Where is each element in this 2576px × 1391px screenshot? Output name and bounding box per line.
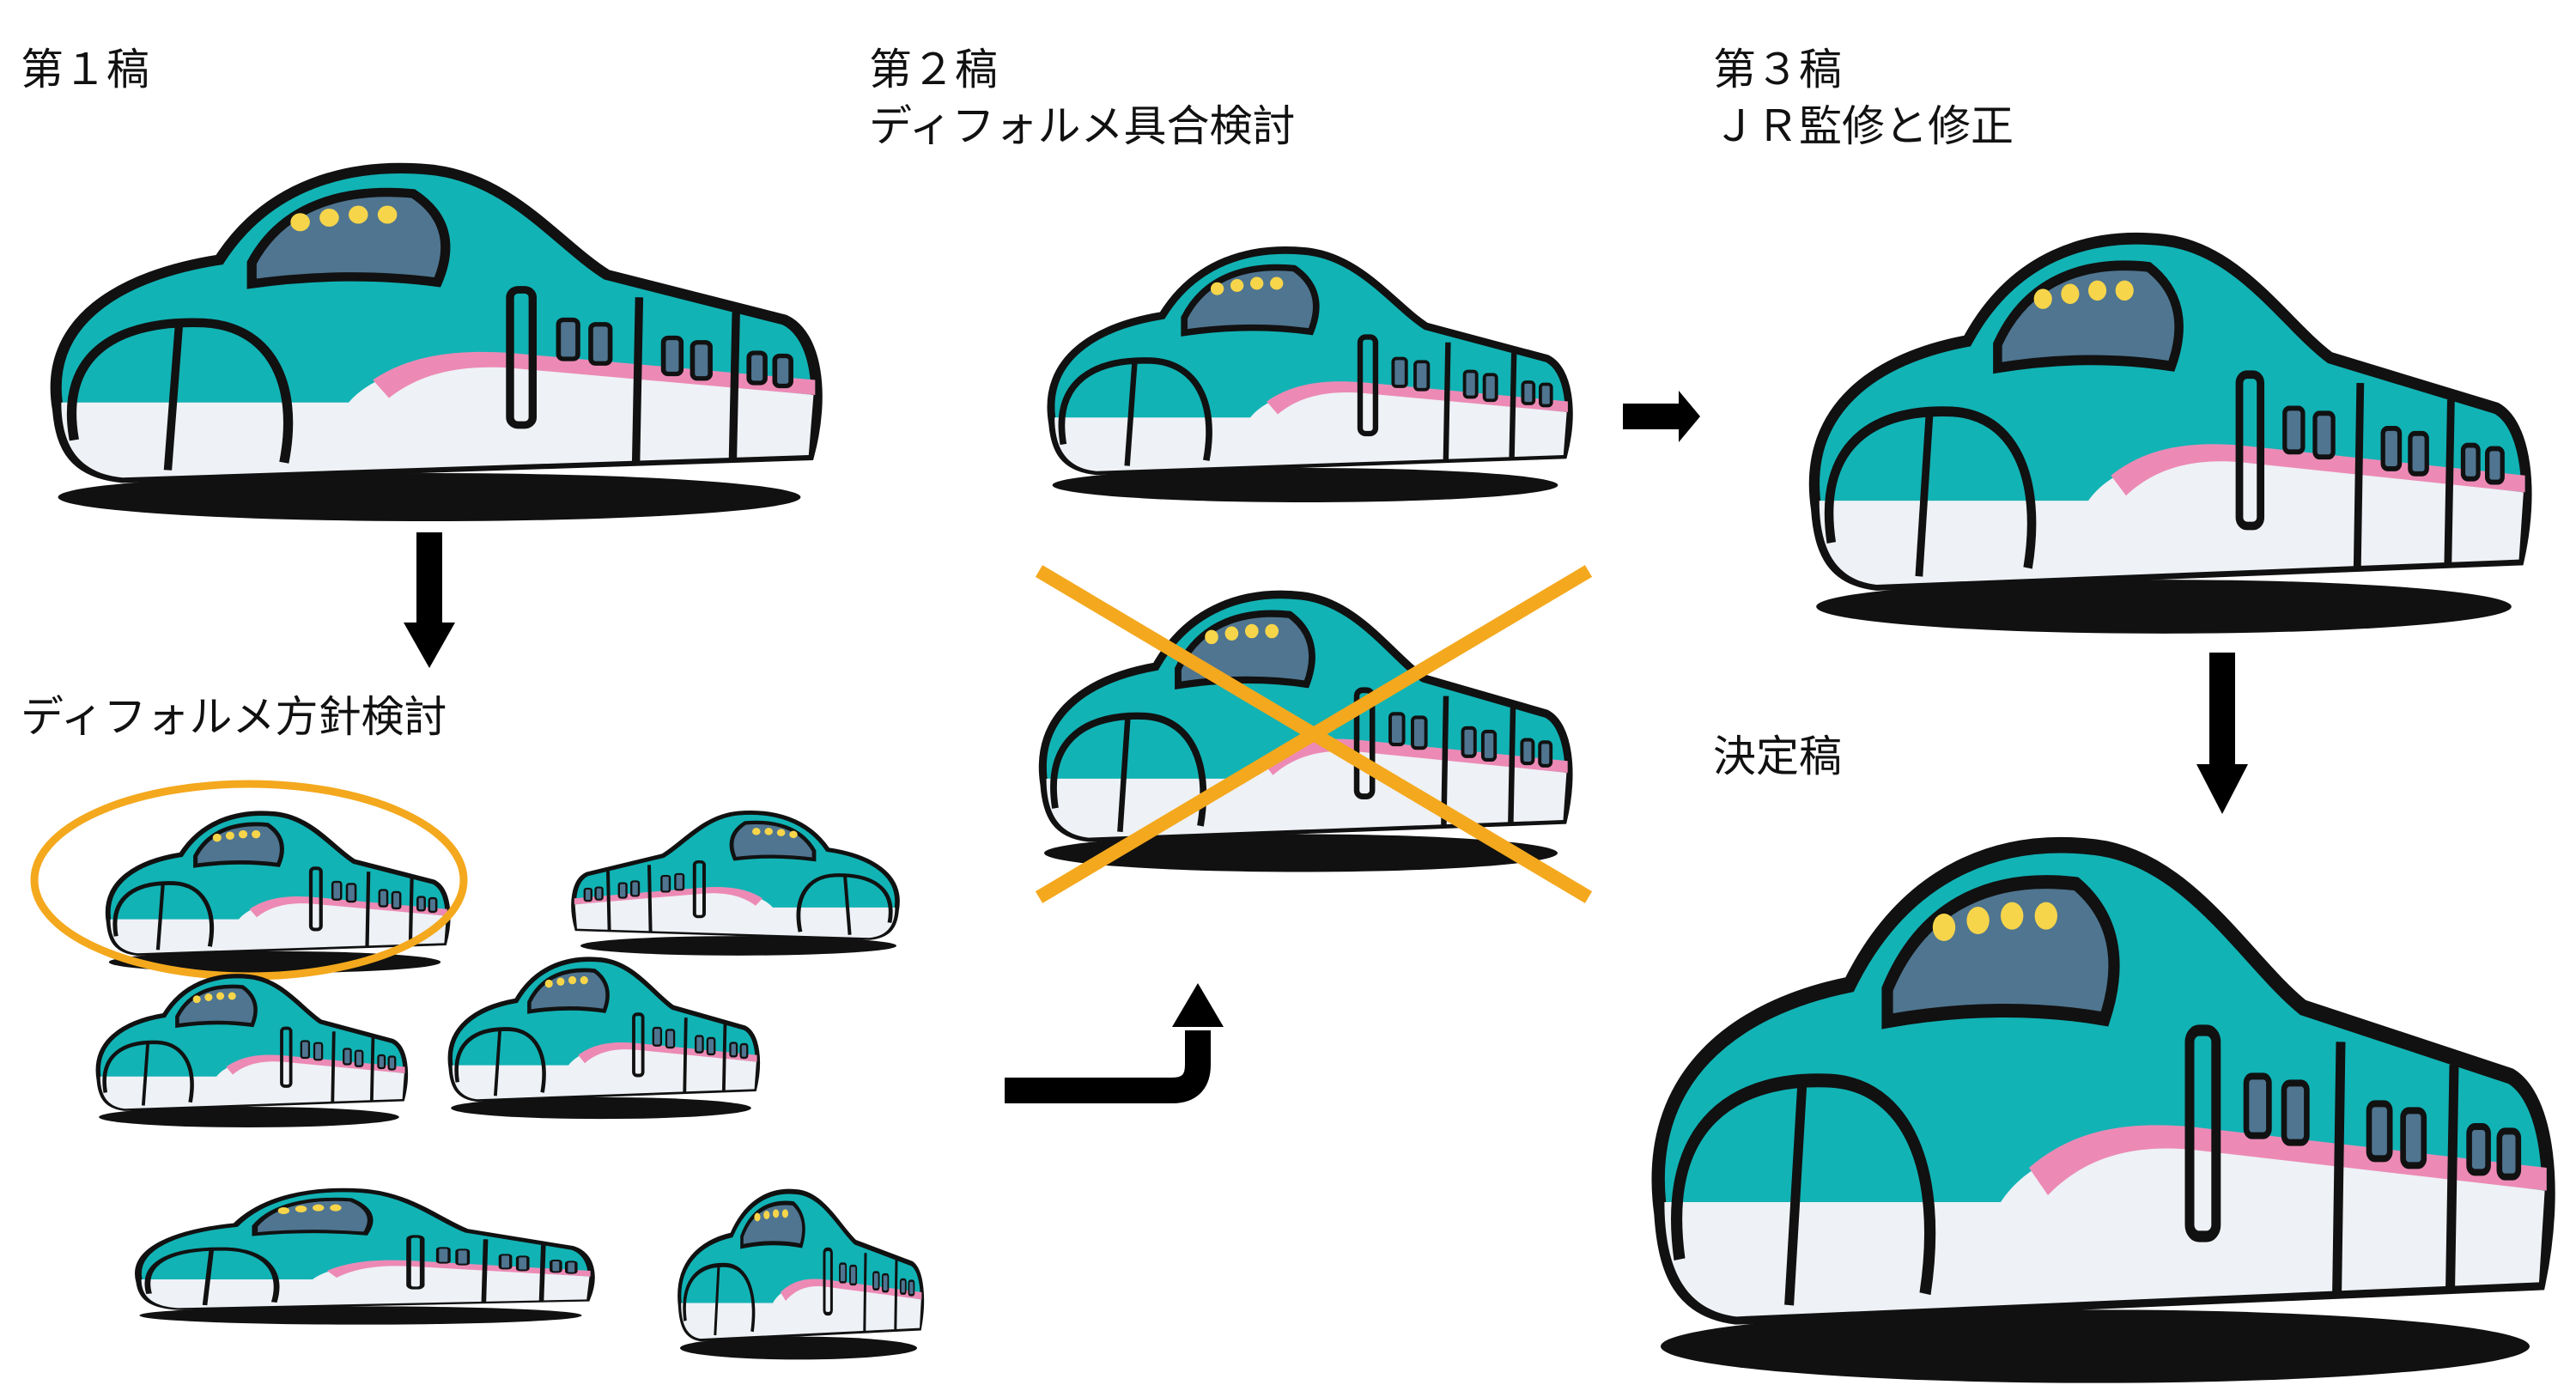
sketch-train-3 — [86, 970, 412, 1125]
draft3-subtitle: ＪＲ監修と修正 — [1713, 101, 2014, 151]
final-title: 決定稿 — [1713, 732, 1842, 781]
draft1-train-illustration — [26, 155, 833, 515]
draft2-subtitle: ディフォルメ具合検討 — [869, 101, 1296, 151]
deform-study-sketches — [0, 756, 945, 1391]
sketch-train-6 — [670, 1185, 927, 1357]
draft3-train-illustration — [1786, 223, 2542, 627]
draft2-title: 第２稿 — [869, 45, 998, 94]
draft2-train-approved — [1030, 240, 1580, 498]
rejected-cross-mark — [1035, 565, 1593, 903]
arrow-right-icon — [1623, 391, 1700, 442]
draft1-title: 第１稿 — [21, 45, 149, 94]
sketch-train-4 — [438, 953, 764, 1116]
arrow-down-icon — [2196, 653, 2248, 814]
deform-study-title: ディフォルメ方針検討 — [21, 692, 447, 742]
arrow-right-up-icon — [1005, 983, 1224, 1103]
selection-circle — [30, 780, 468, 981]
sketch-train-2 — [567, 807, 910, 953]
final-train-illustration — [1623, 824, 2567, 1374]
arrow-down-icon — [404, 532, 455, 668]
draft3-title: 第３稿 — [1713, 45, 1842, 94]
sketch-train-5 — [120, 1185, 601, 1322]
